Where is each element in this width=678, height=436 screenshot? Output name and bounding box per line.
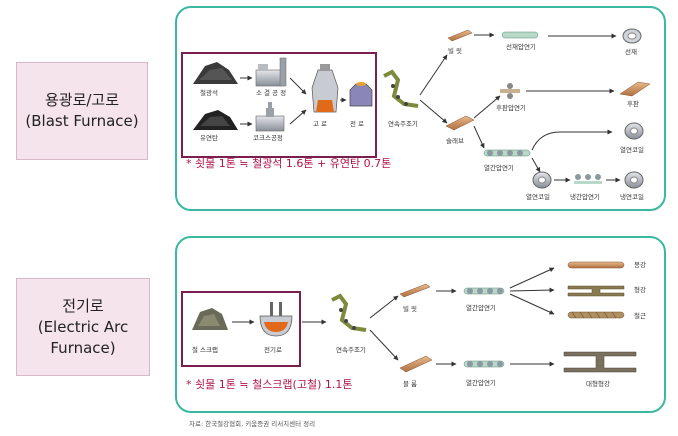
coke-label: 코크스공정 — [253, 133, 283, 142]
billet-label-2: 빌 릿 — [403, 305, 417, 313]
eaf-title-en1: (Electric Arc — [37, 317, 129, 336]
eaf-note: * 쇳물 1톤 ≒ 철스크랩(고철) 1.1톤 — [186, 378, 353, 391]
blast-title-en: (Blast Furnace) — [25, 112, 139, 130]
coke-plant-icon — [255, 102, 285, 132]
cold-coil-icon — [624, 171, 644, 189]
scrap-label: 철 스크랩 — [192, 345, 218, 354]
large-section-icon — [563, 351, 637, 373]
hot-mill-label-lower: 열간압연기 — [466, 378, 496, 387]
blast-process-panel — [175, 6, 666, 211]
wire-mill-label: 선재압연기 — [506, 42, 536, 51]
blast-furnace-icon — [311, 64, 339, 113]
cold-coil-label: 냉연코일 — [620, 192, 644, 201]
sinter-label: 소 결 공 정 — [256, 88, 286, 97]
blast-upstream-box — [181, 52, 377, 158]
eaf-title-en2: Furnace) — [50, 338, 116, 357]
hot-mill-icon-upper — [463, 287, 505, 295]
scrap-icon — [192, 308, 228, 330]
eaf-label: 전기로 (Electric Arc Furnace) — [16, 278, 150, 376]
hot-mill-icon-lower — [463, 360, 505, 368]
large-section-label: 대형형강 — [586, 379, 610, 388]
converter-icon — [349, 82, 373, 107]
hot-coil-label-2: 열연코일 — [526, 192, 550, 201]
rebar-icon — [567, 311, 625, 319]
plate-label: 후판 — [627, 99, 639, 108]
blast-note: * 쇳물 1톤 ≒ 철광석 1.6톤 + 유연탄 0.7톤 — [186, 157, 392, 170]
caster-icon-1 — [383, 69, 419, 108]
eaf-upstream-box — [181, 291, 301, 367]
iron-ore-label: 철광석 — [200, 88, 218, 97]
plate-icon — [619, 81, 651, 97]
converter-label: 전 로 — [350, 119, 364, 128]
eaf-label-small: 전기로 — [264, 345, 282, 354]
hot-coil-label-1: 열연코일 — [620, 145, 644, 154]
furnace-label: 고 로 — [313, 120, 327, 128]
slab-label: 슬래브 — [446, 136, 464, 145]
slab-icon — [445, 115, 475, 131]
rebar-label: 철근 — [634, 311, 646, 320]
caster-icon-2 — [331, 293, 367, 332]
coal-icon — [193, 110, 238, 130]
hot-mill-label: 열간압연기 — [484, 163, 514, 172]
hot-mill-label-upper: 열간압연기 — [466, 303, 496, 312]
bar-steel-icon — [567, 261, 625, 269]
plate-mill-label: 후판압연기 — [496, 103, 526, 112]
wire-rod-icon — [622, 28, 642, 44]
billet-label-1: 빌 릿 — [448, 47, 462, 55]
cold-mill-label: 냉간압연기 — [570, 192, 600, 201]
iron-ore-icon — [193, 62, 238, 84]
wire-rod-mill-icon — [501, 31, 539, 39]
source-note: 자료: 한국철강협회, 키움증권 리서치센터 정리 — [189, 420, 316, 428]
section-steel-icon — [567, 285, 625, 297]
coal-label: 유연탄 — [200, 133, 218, 142]
billet-icon-1 — [447, 29, 473, 42]
hot-strip-mill-icon — [483, 149, 531, 157]
blast-furnace-label: 용광로/고로 (Blast Furnace) — [16, 62, 148, 160]
billet-icon-2 — [399, 283, 431, 298]
electric-arc-furnace-icon — [259, 302, 293, 337]
hot-coil-icon-1 — [624, 122, 644, 140]
blast-title-ko: 용광로/고로 — [44, 91, 120, 109]
section-label: 형강 — [634, 285, 646, 294]
sinter-plant-icon — [255, 57, 287, 87]
eaf-title-ko: 전기로 — [62, 296, 104, 315]
caster-label-1: 연속주조기 — [388, 119, 418, 128]
bloom-icon — [399, 355, 433, 373]
cold-mill-icon — [574, 174, 602, 184]
caster-label-2: 연속주조기 — [336, 345, 366, 354]
plate-mill-icon — [500, 83, 520, 99]
hot-coil-icon-2 — [532, 171, 552, 189]
bar-label: 봉강 — [634, 260, 646, 269]
bloom-label: 블 룸 — [403, 380, 417, 388]
wire-rod-label: 선재 — [625, 47, 637, 56]
